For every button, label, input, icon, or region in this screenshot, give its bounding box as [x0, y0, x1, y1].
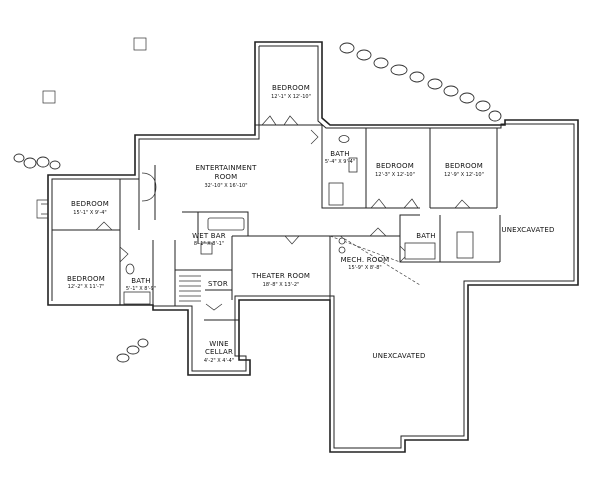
label-bedroom-left-top: BEDROOM — [71, 200, 109, 208]
dim-bath-1: 5'-4" X 9'-4" — [325, 159, 355, 165]
label-unexcavated-right: UNEXCAVATED — [501, 226, 554, 234]
label-wet-bar: WET BAR — [192, 232, 226, 240]
label-bath-3: BATH — [416, 232, 435, 240]
label-bedroom-right: BEDROOM — [445, 162, 483, 170]
dim-bath-2: 5'-1" X 8'-9" — [126, 286, 156, 292]
door-swings — [95, 115, 471, 311]
label-entertainment-2: ROOM — [215, 173, 238, 181]
room-labels: BEDROOM 12'-1" X 12'-10" ENTERTAINMENT R… — [67, 84, 554, 364]
label-bedroom-top: BEDROOM — [272, 84, 310, 92]
dim-mech: 15'-9" X 8'-8" — [348, 265, 381, 271]
interior-walls — [52, 124, 501, 321]
dim-theater: 18'-8" X 13'-2" — [263, 282, 300, 288]
landscape-squares — [42, 37, 147, 104]
boulder-border-bottom — [116, 338, 149, 363]
label-unexcavated-bottom: UNEXCAVATED — [372, 352, 425, 360]
boulder-border-left — [13, 153, 61, 170]
dim-wet-bar: 8'-1" X 8'-1" — [194, 241, 224, 247]
dim-bedroom-top: 12'-1" X 12'-10" — [271, 94, 311, 100]
dim-entertainment: 32'-10" X 16'-10" — [204, 183, 247, 189]
dim-bedroom-left-bottom: 12'-2" X 11'-7" — [68, 284, 105, 290]
label-entertainment-1: ENTERTAINMENT — [195, 164, 257, 172]
label-stor: STOR — [208, 280, 228, 288]
dim-bedroom-right: 12'-9" X 12'-10" — [444, 172, 484, 178]
boulder-border-top — [339, 42, 502, 122]
dim-bedroom-left-top: 15'-1" X 9'-4" — [73, 210, 106, 216]
label-wine-cellar-1: WINE — [209, 340, 228, 348]
dim-bedroom-mid: 12'-3" X 12'-10" — [375, 172, 415, 178]
exterior-walls — [47, 41, 579, 453]
fixtures — [36, 135, 474, 305]
label-bedroom-mid: BEDROOM — [376, 162, 414, 170]
label-mech: MECH. ROOM — [341, 256, 390, 264]
dim-wine-cellar: 4'-2" X 4'-4" — [204, 358, 234, 364]
label-bedroom-left-bottom: BEDROOM — [67, 275, 105, 283]
label-bath-1: BATH — [330, 150, 349, 158]
label-bath-2: BATH — [131, 277, 150, 285]
label-wine-cellar-2: CELLAR — [205, 348, 233, 356]
label-theater: THEATER ROOM — [251, 272, 310, 280]
